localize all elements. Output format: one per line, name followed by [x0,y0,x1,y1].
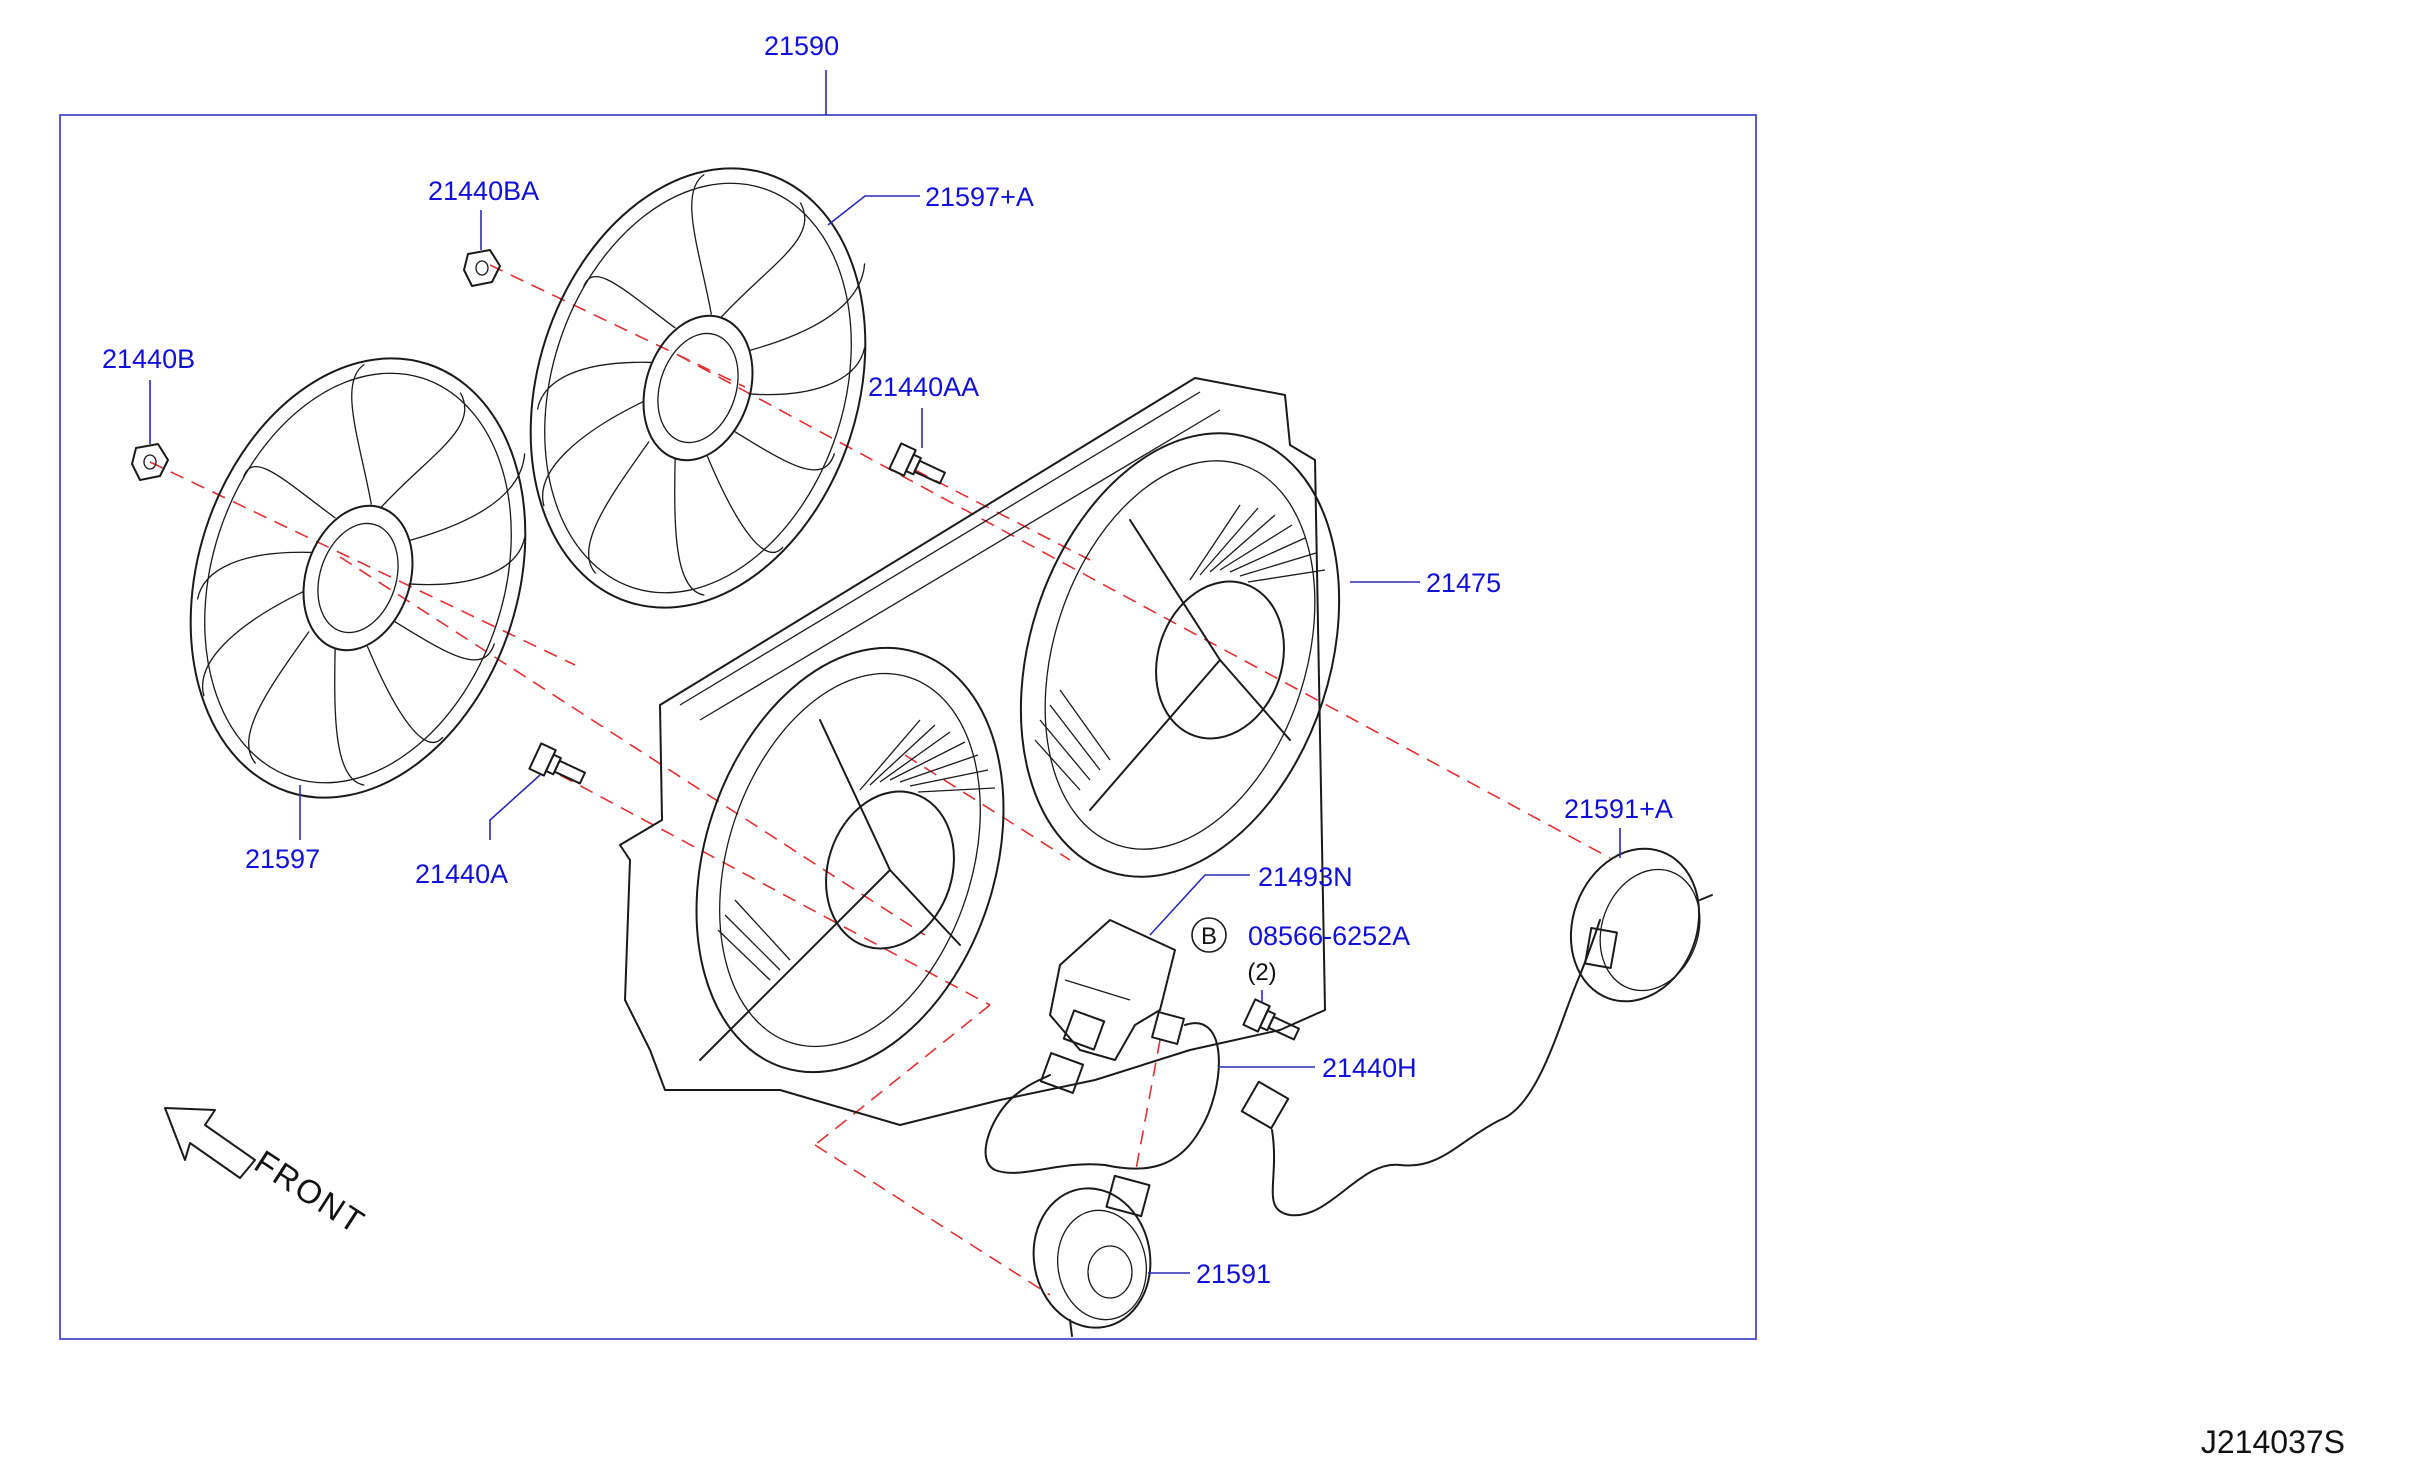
callout-21597[interactable]: 21597 [245,844,320,874]
callout-08566-6252A[interactable]: 08566-6252A [1248,921,1410,951]
resistor-21493N[interactable] [1049,919,1176,1061]
bolt-21440AA[interactable] [888,442,948,490]
callout-leaders [149,195,1621,1274]
callout-21440A[interactable]: 21440A [415,859,508,889]
callout-21591A[interactable]: 21591+A [1564,794,1673,824]
bolt-code-badge [1191,917,1227,953]
callout-21493N[interactable]: 21493N [1258,862,1353,892]
bolt-code-letter: B [1201,923,1217,950]
nut-21440BA[interactable] [463,249,501,287]
callout-21440BA[interactable]: 21440BA [428,176,539,206]
document-id: J214037S [2201,1424,2345,1460]
front-label: FRONT [248,1143,372,1241]
assembly-frame [59,114,1757,1340]
front-arrow-icon [164,1107,256,1179]
fan-blade-upper[interactable] [476,125,919,652]
motor-21591A[interactable] [1550,830,1720,1019]
harness-21440H[interactable] [984,919,1601,1217]
callout-21440AA[interactable]: 21440AA [868,372,979,402]
bolt-21440A[interactable] [528,742,588,790]
assembly-centerlines [149,264,1611,1296]
bolt-08566-6252A[interactable] [1242,998,1302,1046]
fan-shroud[interactable] [619,377,1393,1126]
callout-21475[interactable]: 21475 [1426,568,1501,598]
callout-21440H[interactable]: 21440H [1322,1053,1417,1083]
fan-blade-left[interactable] [136,315,579,842]
nut-21440B[interactable] [131,443,169,481]
callout-21590[interactable]: 21590 [764,31,839,61]
callout-21597A[interactable]: 21597+A [925,182,1034,212]
motor-21591[interactable] [1023,1174,1162,1337]
callout-21440B[interactable]: 21440B [102,344,195,374]
callout-21591[interactable]: 21591 [1196,1259,1271,1289]
callout-qty: (2) [1247,959,1276,986]
